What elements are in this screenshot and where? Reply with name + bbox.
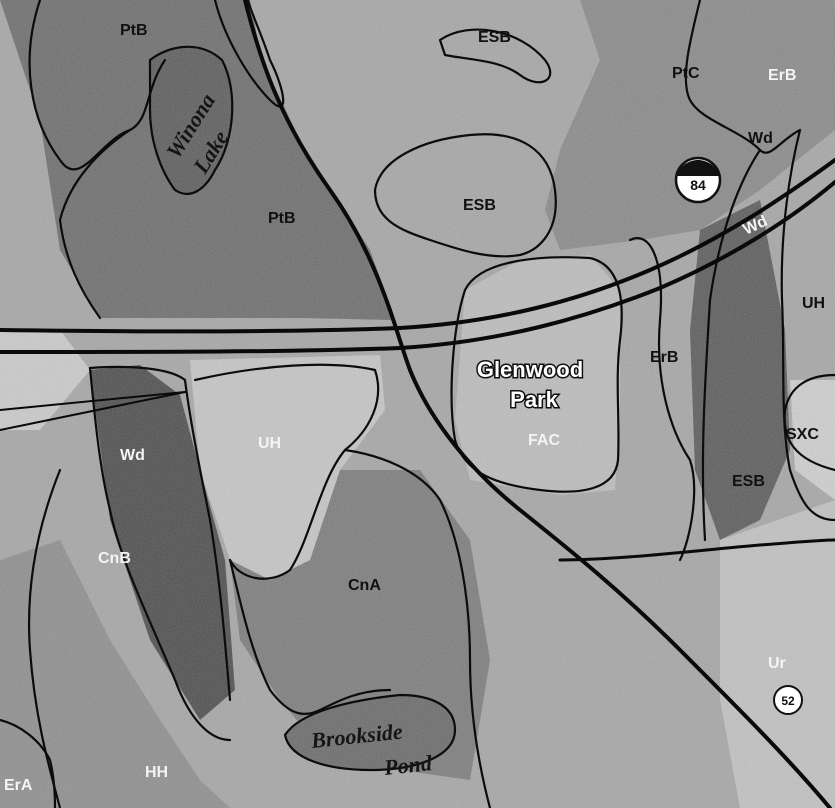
interstate-84-north-lane (0, 158, 835, 334)
boundary-ptb-ridge (213, 0, 285, 108)
soil-label-esb-mid: ESB (463, 197, 496, 214)
boundary-west-channel (58, 128, 132, 320)
boundary-brookside-pond (283, 693, 457, 772)
boundary-sxc (783, 373, 835, 472)
soil-label-cna: CnA (348, 577, 381, 594)
boundary-cna-west (228, 558, 392, 715)
soil-label-esb-top: ESB (478, 29, 511, 46)
boundary-wd-west (88, 365, 232, 702)
soil-label-ptb-mid: PtB (268, 210, 296, 227)
soil-label-ptc: PtC (672, 65, 700, 82)
main-road-diagonal (243, 0, 832, 808)
soil-label-sxc: SXC (786, 426, 819, 443)
boundary-ptb-north (28, 0, 167, 171)
route-52-shield-icon: 52 (773, 685, 803, 715)
leader-line (0, 391, 186, 431)
boundary-erb-mid (628, 237, 696, 562)
leader-line-2 (0, 391, 186, 411)
boundary-esb-mid (373, 133, 557, 258)
soil-label-cnb: CnB (98, 550, 131, 567)
soil-label-wd-top: Wd (748, 130, 773, 147)
secondary-road-east (558, 538, 835, 562)
soil-label-erb-top: ErB (768, 67, 796, 84)
boundary-uh-center (193, 363, 380, 580)
boundary-era (0, 718, 57, 808)
soil-label-ur: Ur (768, 655, 786, 672)
brookside-pond-label-line2: Pond (382, 750, 434, 780)
soil-label-wd-left: Wd (120, 447, 145, 464)
boundary-wd-east-1 (701, 148, 762, 542)
soil-label-esb-right: ESB (732, 473, 765, 490)
interstate-84-shield-icon: 84 (674, 156, 722, 204)
boundary-esb-north (438, 28, 552, 84)
soil-label-uh-center: UH (258, 435, 281, 452)
soil-label-era: ErA (4, 777, 33, 794)
boundary-winona-lake (148, 45, 234, 196)
soil-label-fac: FAC (528, 432, 560, 449)
boundary-glenwood-park (450, 256, 623, 493)
boundary-cnb (88, 366, 232, 742)
interstate-84-south-lane (0, 180, 835, 354)
boundary-cna-east (343, 448, 492, 808)
boundary-ptc (684, 0, 802, 154)
glenwood-park-label-line2: Park (510, 387, 558, 412)
boundary-hh-west (27, 468, 62, 808)
soil-label-ptb-top: PtB (120, 22, 148, 39)
soil-label-hh: HH (145, 764, 168, 781)
glenwood-park-label-line1: Glenwood (477, 357, 583, 382)
soil-label-uh-right: UH (802, 295, 825, 312)
interstate-84-label: 84 (690, 177, 706, 193)
soil-label-erb-mid: ErB (650, 349, 678, 366)
route-52-label: 52 (781, 694, 795, 708)
